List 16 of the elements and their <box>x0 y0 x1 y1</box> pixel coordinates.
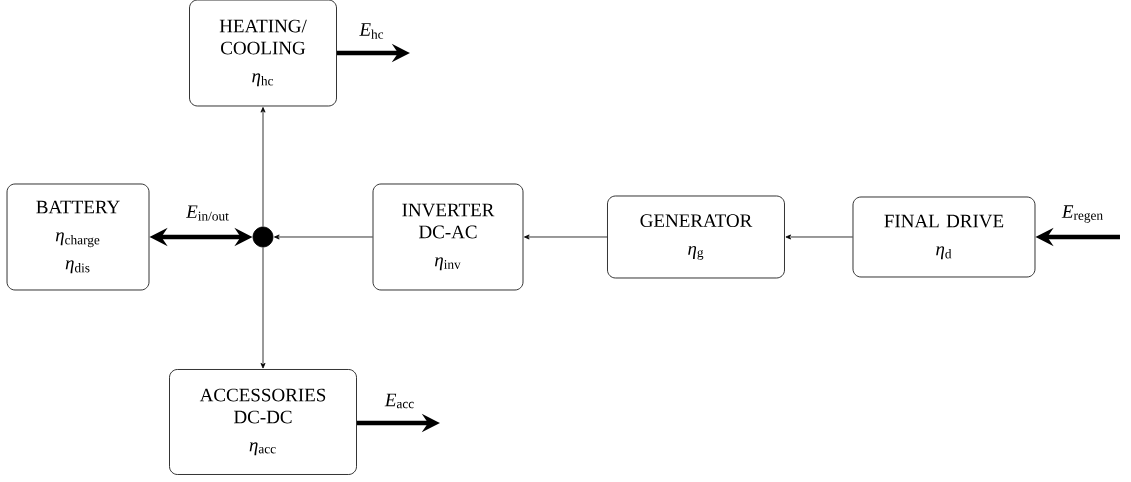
edge-label: E$_{hc}$ <box>357 21 387 41</box>
edge-label: E$_{acc}$ <box>382 391 418 411</box>
process-box: BATTERY η$_{charge}$ η$_{dis}$ <box>6 183 150 291</box>
process-box: HEATING/ COOLING η$_{hc}$ <box>189 0 337 107</box>
arrow <box>260 247 266 369</box>
process-box: FINAL DRIVE η$_{d}$ <box>852 196 1036 278</box>
arrow <box>274 234 373 240</box>
arrow <box>524 234 608 240</box>
arrow <box>260 107 266 227</box>
edge-label: E$_{regen}$ <box>1059 203 1107 225</box>
process-box: ACCESSORIES DC-DC η$_{acc}$ <box>169 369 357 475</box>
edge-label: E$_{in/out}$ <box>184 203 232 223</box>
junction-dot <box>252 226 274 248</box>
process-box: INVERTER DC-AC η$_{inv}$ <box>372 183 524 291</box>
arrow <box>785 234 853 240</box>
process-box: GENERATOR η$_{g}$ <box>607 195 785 279</box>
